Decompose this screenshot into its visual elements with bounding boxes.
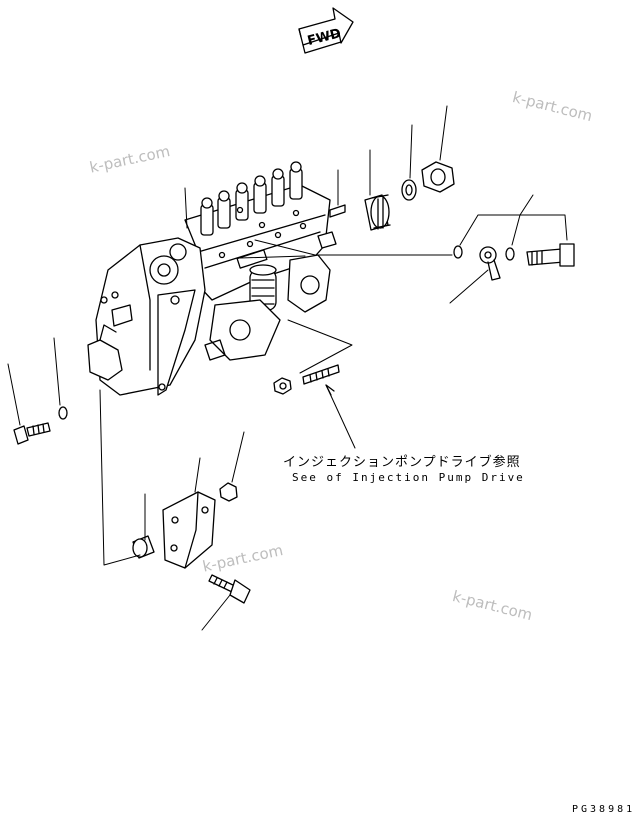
lock-washer (401, 179, 417, 201)
mounting-bolt-left (13, 422, 51, 445)
drawing-code: PG38981 (572, 804, 636, 815)
caption-english: See of Injection Pump Drive (292, 471, 525, 484)
caption-japanese: インジェクションポンプドライブ参照 (283, 455, 521, 470)
delivery-valves (200, 161, 303, 236)
hex-nut-small (273, 377, 292, 395)
nut-bracket (219, 482, 238, 502)
stud-bolt (302, 364, 340, 385)
woodruff-key (329, 204, 346, 218)
fwd-arrow: FWD (298, 7, 354, 54)
gear-nut (421, 161, 455, 193)
leader-lines (7, 105, 568, 631)
spacer-collar (132, 535, 155, 559)
banjo-fitting-group (453, 243, 575, 281)
drive-gear (364, 194, 391, 231)
bracket-bolt (208, 574, 251, 604)
injection-pump (87, 161, 337, 396)
washer-left (58, 406, 68, 420)
mounting-bracket (162, 491, 216, 569)
